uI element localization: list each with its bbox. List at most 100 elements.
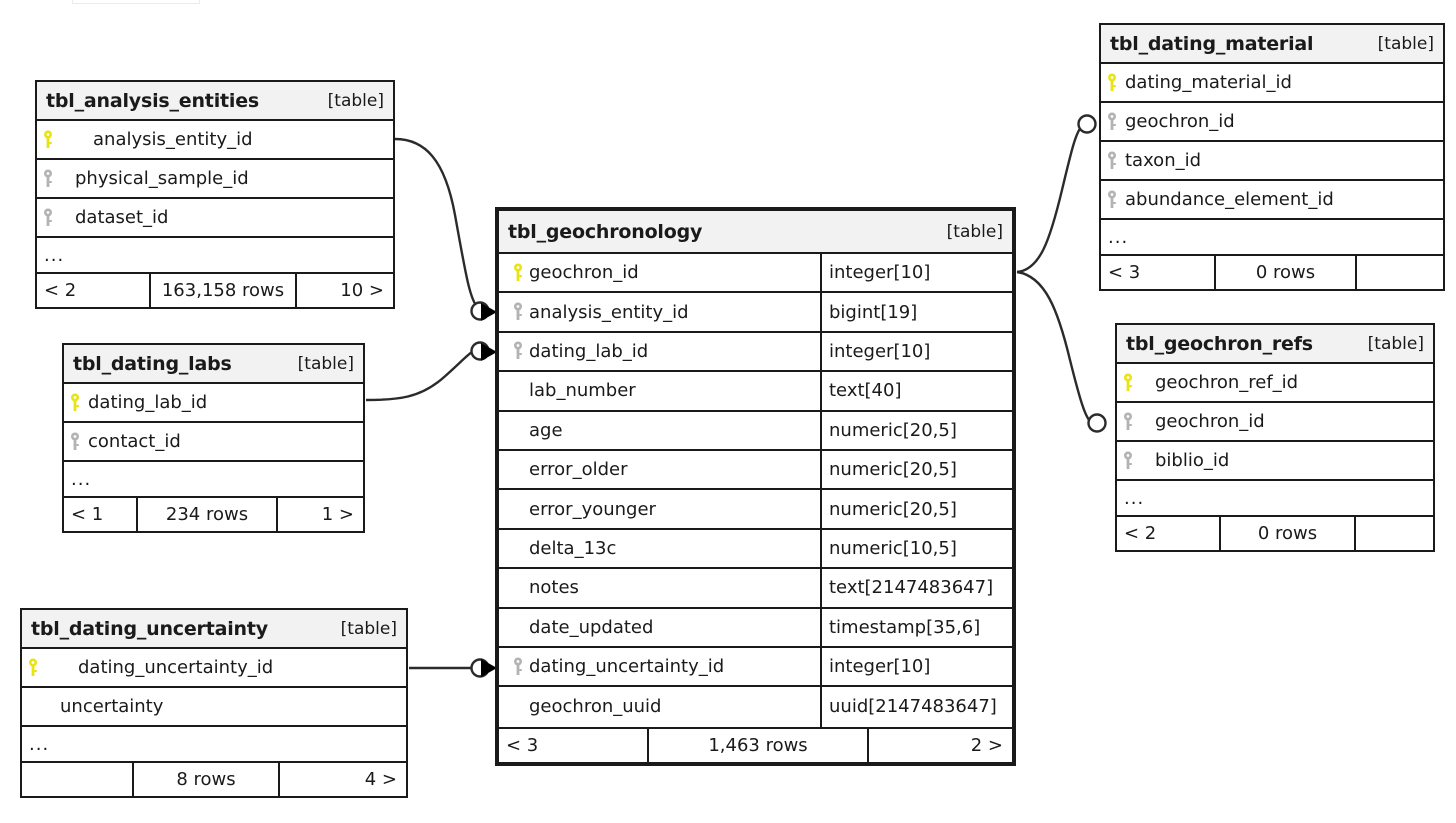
- entity-field-list: dating_uncertainty_id uncertainty ...: [22, 649, 406, 761]
- field-row[interactable]: geochron_uuid uuid[2147483647]: [499, 687, 1012, 727]
- field-name-cell: error_older: [529, 459, 628, 481]
- field-row[interactable]: analysis_entity_id bigint[19]: [499, 293, 1012, 333]
- entity-field-list: dating_lab_id contact_id ...: [64, 384, 363, 496]
- entity-header: tbl_analysis_entities [table]: [37, 82, 393, 121]
- entity-title: tbl_geochron_refs: [1126, 332, 1313, 355]
- row-count: 0 rows: [1219, 517, 1356, 550]
- field-row[interactable]: analysis_entity_id: [37, 121, 393, 160]
- entity-header: tbl_dating_labs [table]: [64, 345, 363, 384]
- incoming-relations-count[interactable]: < 3: [506, 734, 539, 756]
- field-name-cell: age: [529, 419, 563, 441]
- row-count: 234 rows: [136, 498, 278, 531]
- entity-tbl-geochronology[interactable]: tbl_geochronology [table] geochron_id in…: [495, 207, 1016, 766]
- field-name-cell: dating_lab_id: [499, 333, 820, 370]
- field-row[interactable]: dataset_id: [37, 199, 393, 238]
- field-row[interactable]: geochron_id: [1101, 103, 1443, 142]
- foreign-key-icon: [1101, 142, 1123, 179]
- entity-field-list: analysis_entity_id physical_sample_id da…: [37, 121, 393, 272]
- entity-tbl-dating-material[interactable]: tbl_dating_material [table] dating_mater…: [1099, 23, 1445, 291]
- field-type-cell: uuid[2147483647]: [820, 687, 1012, 727]
- field-row[interactable]: biblio_id: [1117, 442, 1433, 481]
- field-name-cell: dataset_id: [75, 207, 169, 228]
- field-row[interactable]: contact_id: [64, 423, 363, 462]
- field-row[interactable]: abundance_element_id: [1101, 181, 1443, 220]
- incoming-relations-count[interactable]: < 2: [1124, 523, 1157, 544]
- field-row[interactable]: date_updated timestamp[35,6]: [499, 608, 1012, 648]
- field-name-cell: notes: [529, 577, 579, 599]
- primary-key-icon: [22, 649, 44, 686]
- field-row[interactable]: age numeric[20,5]: [499, 411, 1012, 451]
- field-type-cell: numeric[10,5]: [820, 529, 1012, 568]
- outgoing-relations-count[interactable]: 2 >: [970, 734, 1003, 756]
- field-row[interactable]: geochron_id: [1117, 403, 1433, 442]
- link-analysis-entities-geochronology: [394, 137, 497, 321]
- field-name-cell: contact_id: [88, 431, 181, 452]
- incoming-relations-count[interactable]: < 3: [1108, 262, 1141, 283]
- incoming-relations-count[interactable]: [22, 763, 132, 796]
- foreign-key-icon: [507, 657, 529, 677]
- foreign-key-icon: [1117, 442, 1139, 479]
- foreign-key-icon: [37, 160, 59, 197]
- field-row[interactable]: notes text[2147483647]: [499, 569, 1012, 609]
- field-type-cell: numeric[20,5]: [820, 490, 1012, 528]
- more-fields-ellipsis[interactable]: ...: [64, 462, 363, 496]
- field-row[interactable]: dating_lab_id: [64, 384, 363, 423]
- entity-field-list: geochron_id integer[10] analysis_entity_…: [499, 254, 1012, 727]
- entity-kind-label: [table]: [327, 90, 384, 111]
- incoming-relations-count[interactable]: < 2: [44, 280, 77, 301]
- outgoing-relations-count[interactable]: 4 >: [364, 769, 397, 790]
- entity-title: tbl_dating_uncertainty: [31, 617, 268, 640]
- entity-footer: 8 rows 4 >: [22, 761, 406, 796]
- field-name-cell: geochron_id: [1155, 411, 1265, 432]
- field-type-cell: integer[10]: [820, 254, 1012, 292]
- field-row[interactable]: uncertainty: [22, 688, 406, 727]
- incoming-relations-count[interactable]: < 1: [71, 504, 104, 525]
- field-row[interactable]: dating_uncertainty_id integer[10]: [499, 647, 1012, 688]
- entity-tbl-analysis-entities[interactable]: tbl_analysis_entities [table] analysis_e…: [35, 80, 395, 309]
- entity-footer: < 3 1,463 rows 2 >: [499, 726, 1012, 762]
- more-fields-ellipsis[interactable]: ...: [22, 727, 406, 761]
- foreign-key-icon: [1101, 181, 1123, 218]
- primary-key-icon: [37, 121, 59, 158]
- more-fields-ellipsis[interactable]: ...: [1101, 220, 1443, 254]
- field-row[interactable]: physical_sample_id: [37, 160, 393, 199]
- field-name-cell: delta_13c: [529, 537, 617, 559]
- field-row[interactable]: error_older numeric[20,5]: [499, 450, 1012, 491]
- entity-title: tbl_geochronology: [508, 220, 703, 243]
- field-type-cell: text[40]: [820, 372, 1012, 410]
- field-row[interactable]: taxon_id: [1101, 142, 1443, 181]
- outgoing-relations-count[interactable]: [1356, 517, 1433, 550]
- field-name-cell: abundance_element_id: [1125, 189, 1334, 210]
- field-row[interactable]: lab_number text[40]: [499, 372, 1012, 412]
- entity-footer: < 2 0 rows: [1117, 515, 1433, 550]
- entity-tbl-dating-labs[interactable]: tbl_dating_labs [table] dating_lab_id co…: [62, 343, 365, 533]
- primary-key-icon: [507, 263, 529, 283]
- primary-key-icon: [1101, 64, 1123, 101]
- link-dating-uncertainty-geochronology: [409, 658, 497, 678]
- field-row[interactable]: dating_uncertainty_id: [22, 649, 406, 688]
- field-type-cell: numeric[20,5]: [820, 411, 1012, 449]
- entity-field-list: dating_material_id geochron_id taxon_id …: [1101, 64, 1443, 254]
- field-row[interactable]: geochron_id integer[10]: [499, 254, 1012, 294]
- field-row[interactable]: dating_material_id: [1101, 64, 1443, 103]
- field-type-cell: integer[10]: [820, 332, 1012, 371]
- more-fields-ellipsis[interactable]: ...: [37, 238, 393, 272]
- field-name-cell: geochron_id: [1125, 111, 1235, 132]
- field-name-cell: geochron_id: [499, 254, 820, 291]
- field-row[interactable]: error_younger numeric[20,5]: [499, 490, 1012, 530]
- entity-tbl-dating-uncertainty[interactable]: tbl_dating_uncertainty [table] dating_un…: [20, 608, 408, 798]
- entity-tbl-geochron-refs[interactable]: tbl_geochron_refs [table] geochron_ref_i…: [1115, 323, 1435, 552]
- field-type-cell: text[2147483647]: [820, 569, 1012, 607]
- field-name-cell: date_updated: [529, 616, 654, 638]
- field-name-cell: dating_uncertainty_id: [499, 648, 820, 685]
- entity-header: tbl_dating_uncertainty [table]: [22, 610, 406, 649]
- entity-kind-label: [table]: [297, 353, 354, 374]
- entity-kind-label: [table]: [340, 618, 397, 639]
- outgoing-relations-count[interactable]: [1357, 256, 1443, 289]
- outgoing-relations-count[interactable]: 10 >: [340, 280, 384, 301]
- more-fields-ellipsis[interactable]: ...: [1117, 481, 1433, 515]
- field-row[interactable]: delta_13c numeric[10,5]: [499, 529, 1012, 570]
- field-row[interactable]: dating_lab_id integer[10]: [499, 332, 1012, 373]
- field-row[interactable]: geochron_ref_id: [1117, 364, 1433, 403]
- outgoing-relations-count[interactable]: 1 >: [321, 504, 354, 525]
